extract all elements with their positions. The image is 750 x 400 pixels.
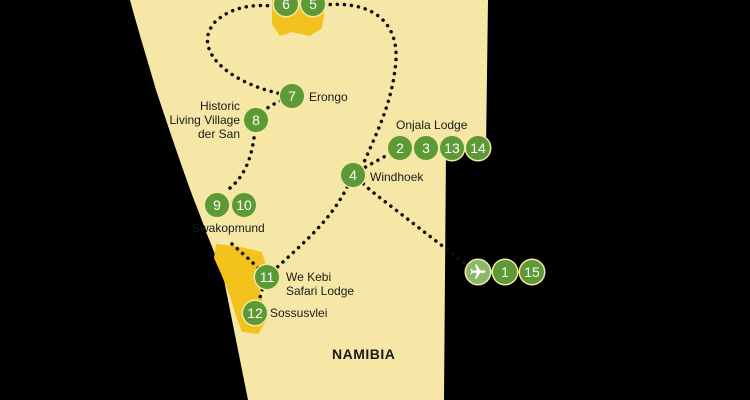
label-swakopmund: Swakopmund: [192, 221, 265, 235]
stop-number: 14: [470, 140, 486, 156]
stop-4[interactable]: 4: [341, 163, 365, 187]
stop-number: 4: [349, 167, 357, 183]
stop-7[interactable]: 7: [280, 84, 304, 108]
label-we-kebi: We Kebi Safari Lodge: [286, 270, 354, 298]
stop-2[interactable]: 2: [388, 136, 412, 160]
label-windhoek: Windhoek: [370, 170, 424, 184]
stop-number: 12: [247, 305, 263, 321]
label-line: Living Village: [169, 113, 241, 127]
stop-1[interactable]: 1: [493, 260, 517, 284]
stop-number: 5: [309, 0, 317, 12]
stop-number: 1: [501, 264, 509, 280]
airport-marker[interactable]: [466, 260, 490, 284]
stop-number: 9: [213, 197, 221, 213]
label-line: Safari Lodge: [286, 284, 355, 298]
stop-5[interactable]: 5: [301, 0, 325, 16]
stop-number: 13: [444, 140, 460, 156]
label-erongo: Erongo: [309, 90, 348, 104]
label-line: der San: [197, 127, 240, 141]
stop-15[interactable]: 15: [520, 260, 544, 284]
stop-8[interactable]: 8: [244, 108, 268, 132]
stop-number: 3: [422, 140, 430, 156]
country-land: [130, 0, 488, 400]
stop-12[interactable]: 12: [243, 301, 267, 325]
stop-14[interactable]: 14: [466, 136, 490, 160]
country-label: NAMIBIA: [332, 346, 396, 362]
stop-10[interactable]: 10: [232, 193, 256, 217]
label-line: We Kebi: [286, 270, 332, 284]
plane-icon: [470, 264, 486, 279]
stop-number: 10: [236, 197, 252, 213]
stop-9[interactable]: 9: [205, 193, 229, 217]
stop-3[interactable]: 3: [414, 136, 438, 160]
stop-13[interactable]: 13: [440, 136, 464, 160]
stop-number: 8: [252, 112, 260, 128]
label-living-village: Historic Living Village der San: [150, 99, 241, 141]
label-line: Historic: [199, 99, 240, 113]
stop-number: 6: [282, 0, 290, 12]
stop-number: 2: [396, 140, 404, 156]
stop-number: 11: [259, 269, 275, 285]
stop-11[interactable]: 11: [255, 265, 279, 289]
stop-number: 7: [288, 88, 296, 104]
label-sossusvlei: Sossusvlei: [270, 306, 328, 320]
label-onjala-lodge: Onjala Lodge: [396, 118, 468, 132]
stop-6[interactable]: 6: [274, 0, 298, 16]
stop-number: 15: [524, 264, 540, 280]
